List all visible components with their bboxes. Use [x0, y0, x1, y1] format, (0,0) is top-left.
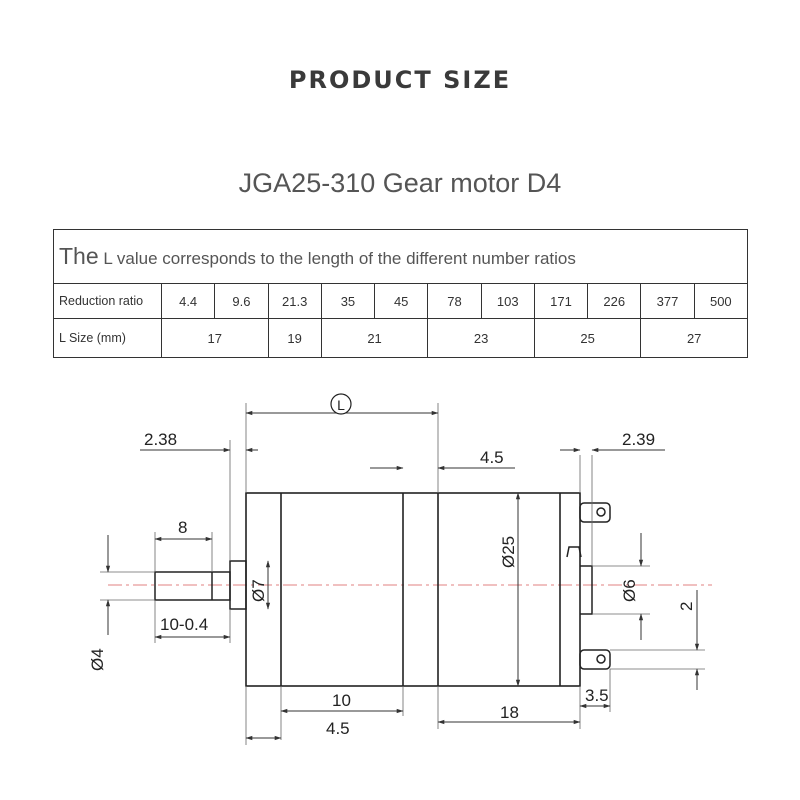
section-title: PRODUCT SIZE	[288, 66, 512, 94]
label-d25: Ø25	[499, 536, 518, 568]
label-10: 10	[332, 691, 351, 710]
label-d7: Ø7	[249, 579, 268, 602]
product-title: JGA25-310 Gear motor D4	[238, 168, 562, 198]
ratio-cell: 171	[533, 283, 589, 319]
l-circle	[330, 393, 352, 415]
l-size-cell: 17	[161, 318, 269, 358]
ratio-cell: 4.4	[160, 283, 216, 319]
ratio-cell: 21.3	[267, 283, 322, 319]
label-4-5-top: 4.5	[480, 448, 504, 467]
label-2: 2	[677, 602, 696, 611]
ratio-cell: 226	[587, 283, 642, 319]
label-18: 18	[500, 703, 519, 722]
rear-end-cap	[566, 546, 593, 615]
ratio-cell: 377	[640, 283, 695, 319]
ratio-cell: 103	[480, 283, 535, 319]
label-d6: Ø6	[620, 579, 639, 602]
label-2-39: 2.39	[622, 430, 655, 449]
ratio-cell: 9.6	[214, 283, 269, 319]
motor-dimension-drawing: L 2.38 4.5 2.39 8 Ø25 Ø7 Ø6 2 Ø4 10-0.4 …	[88, 393, 712, 745]
table-note-text: L value corresponds to the length of the…	[98, 249, 576, 268]
table-note: The L value corresponds to the length of…	[53, 229, 748, 284]
label-10-0-4: 10-0.4	[160, 615, 208, 634]
l-size-cell: 25	[533, 318, 642, 358]
l-size-cell: 21	[320, 318, 429, 358]
label-2-38: 2.38	[144, 430, 177, 449]
ratio-cell: 35	[320, 283, 376, 319]
motor-terminals	[579, 502, 611, 670]
l-size-label: L Size (mm)	[53, 318, 162, 358]
ratio-table: The L value corresponds to the length of…	[53, 229, 749, 358]
label-8: 8	[178, 518, 187, 537]
l-size-cell: 19	[267, 318, 322, 358]
label-l: L	[337, 397, 345, 413]
ratio-cell: 45	[374, 283, 429, 319]
ratio-cell: 78	[427, 283, 482, 319]
label-d4: Ø4	[88, 648, 107, 671]
l-size-cell: 27	[640, 318, 748, 358]
label-4-5-bottom: 4.5	[326, 719, 350, 738]
reduction-ratio-label: Reduction ratio	[53, 283, 162, 319]
label-3-5: 3.5	[585, 686, 609, 705]
output-shaft	[154, 560, 247, 610]
l-size-cell: 23	[427, 318, 535, 358]
ratio-cell: 500	[693, 283, 749, 319]
table-note-lead: The	[59, 243, 99, 269]
motor-body	[245, 492, 581, 687]
